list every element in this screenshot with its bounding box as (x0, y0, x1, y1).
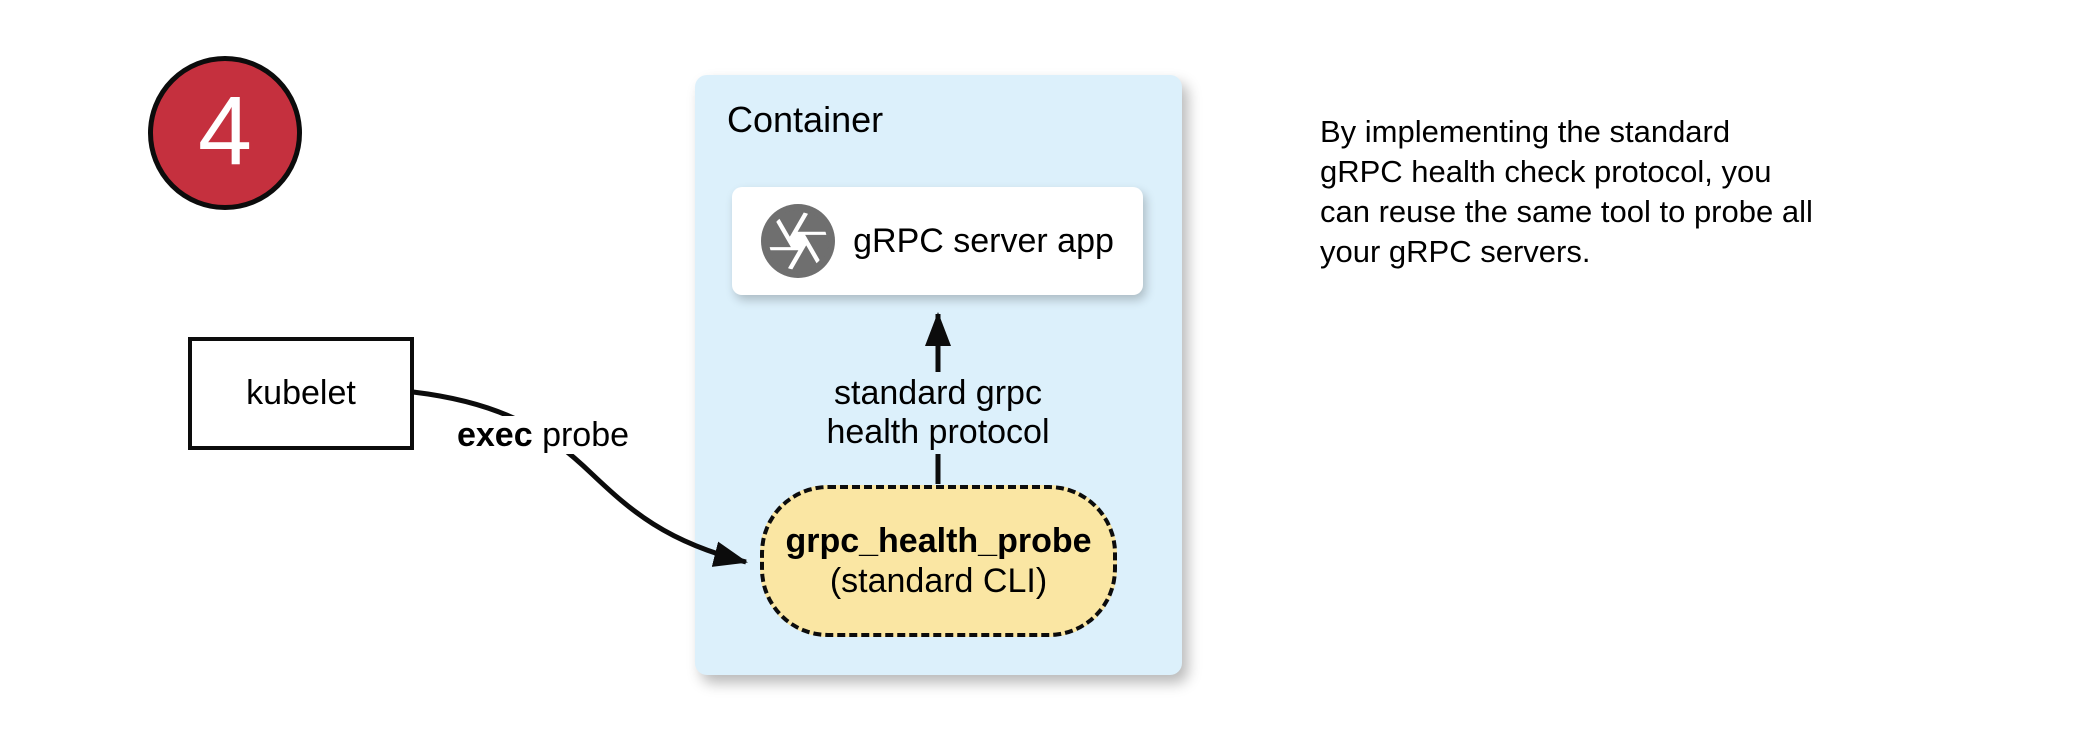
grpc-aperture-icon (761, 204, 836, 278)
note-line: can reuse the same tool to probe all (1320, 194, 1813, 229)
explanatory-note: By implementing the standard gRPC health… (1320, 112, 1813, 272)
grpc-health-probe-title: grpc_health_probe (785, 522, 1092, 560)
health-protocol-arrow-label-line1: standard grpc (834, 374, 1042, 412)
health-protocol-arrow-label-line2: health protocol (826, 413, 1050, 451)
grpc-health-probe-node: grpc_health_probe (standard CLI) (760, 485, 1117, 637)
kubelet-label: kubelet (246, 374, 356, 412)
grpc-server-app-node: gRPC server app (732, 187, 1143, 295)
container-panel: Container gRPC server app grpc_health_pr… (695, 75, 1182, 675)
health-protocol-arrow-label: standard grpc health protocol (816, 372, 1060, 454)
note-line: gRPC health check protocol, you (1320, 154, 1772, 189)
exec-probe-arrow-label-bold: exec (456, 416, 533, 454)
step-number-badge: 4 (148, 56, 302, 210)
grpc-server-app-label: gRPC server app (853, 221, 1114, 260)
exec-probe-arrow-label: exec probe (448, 416, 638, 454)
note-line: your gRPC servers. (1320, 234, 1591, 269)
exec-probe-arrow-label-rest: probe (532, 416, 630, 454)
kubelet-node: kubelet (188, 337, 414, 450)
grpc-health-probe-subtitle: (standard CLI) (829, 562, 1048, 600)
note-line: By implementing the standard (1320, 114, 1731, 149)
step-number: 4 (198, 75, 252, 185)
container-title: Container (727, 99, 884, 140)
